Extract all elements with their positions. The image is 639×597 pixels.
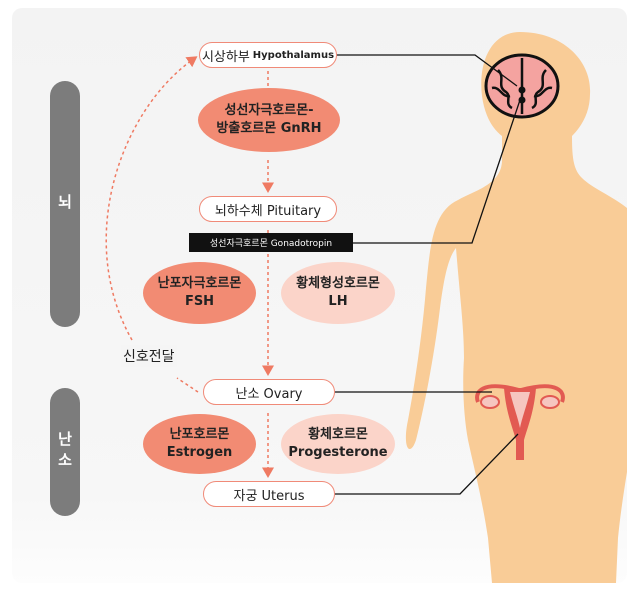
hormone-gnrh: 성선자극호르몬- 방출호르몬 GnRH bbox=[198, 88, 340, 152]
uterus-icon bbox=[475, 384, 565, 460]
side-label-ovary: 난소 bbox=[50, 388, 80, 516]
hormone-progesterone: 황체호르몬 Progesterone bbox=[281, 414, 395, 474]
diagram-svg bbox=[105, 32, 627, 583]
hormone-gnrh-line2: 방출호르몬 GnRH bbox=[216, 121, 322, 136]
hormone-lh: 황체형성호르몬 LH bbox=[281, 262, 395, 324]
node-hypothalamus-en: Hypothalamus bbox=[252, 49, 335, 61]
node-uterus: 자궁 Uterus bbox=[203, 481, 335, 507]
hormone-gnrh-line1: 성선자극호르몬- bbox=[224, 103, 314, 119]
hormone-fsh-line2: FSH bbox=[184, 294, 215, 309]
side-label-brain: 뇌 bbox=[50, 81, 80, 327]
body-silhouette bbox=[405, 32, 627, 583]
hormone-fsh-line1: 난포자극호르몬 bbox=[157, 276, 242, 292]
hormone-lh-line1: 황체형성호르몬 bbox=[296, 276, 380, 292]
node-pituitary: 뇌하수체 Pituitary bbox=[199, 196, 337, 222]
hormone-lh-line2: LH bbox=[328, 294, 348, 309]
brain-icon bbox=[484, 53, 560, 119]
hormone-estrogen-line1: 난포호르몬 bbox=[169, 427, 230, 443]
hormone-progesterone-line2: Progesterone bbox=[288, 445, 388, 460]
node-ovary: 난소 Ovary bbox=[203, 379, 335, 405]
hormone-estrogen-line2: Estrogen bbox=[166, 445, 233, 460]
hormone-progesterone-line1: 황체호르몬 bbox=[308, 427, 368, 443]
hormone-gonadotropin-label: 성선자극호르몬 Gonadotropin bbox=[189, 233, 353, 252]
feedback-signal-label: 신호전달 bbox=[121, 345, 177, 367]
hormone-estrogen: 난포호르몬 Estrogen bbox=[143, 414, 256, 474]
node-hypothalamus: 시상하부 Hypothalamus bbox=[199, 42, 337, 68]
node-hypothalamus-ko: 시상하부 bbox=[201, 49, 250, 65]
hormone-fsh: 난포자극호르몬 FSH bbox=[143, 262, 256, 324]
